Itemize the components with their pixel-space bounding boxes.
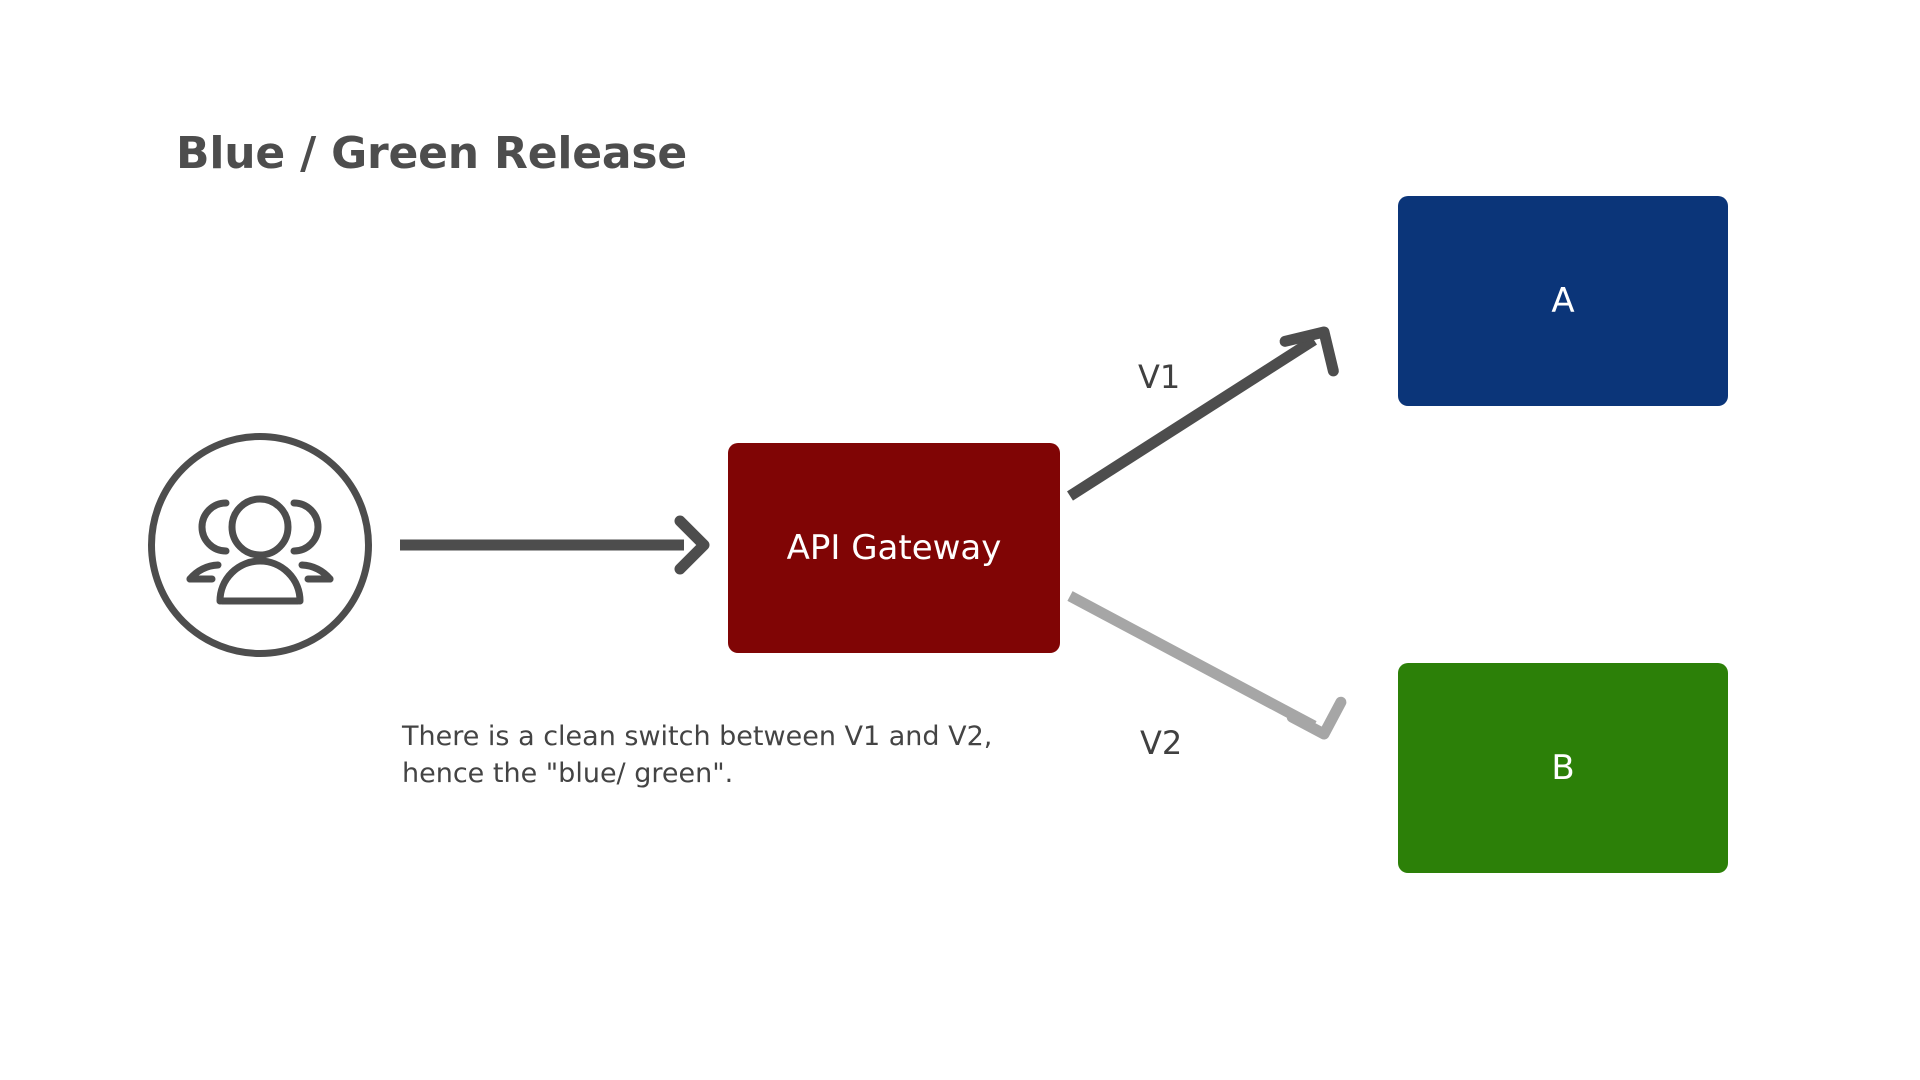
node-api-gateway-label: API Gateway <box>786 528 1002 568</box>
edge-label-v1: V1 <box>1138 358 1181 396</box>
users-icon <box>148 433 372 657</box>
node-api-gateway[interactable]: API Gateway <box>728 443 1060 653</box>
node-service-a-label: A <box>1551 281 1575 321</box>
users-icon-svg <box>148 433 372 657</box>
caption-text: There is a clean switch between V1 and V… <box>402 721 993 790</box>
edge-label-v2: V2 <box>1140 724 1183 762</box>
node-service-b-label: B <box>1551 748 1575 788</box>
edge-gateway-to-service-b <box>1067 591 1347 740</box>
page-title: Blue / Green Release <box>176 128 688 179</box>
node-service-a[interactable]: A <box>1398 196 1728 406</box>
edge-user-to-gateway <box>400 515 710 575</box>
node-service-b[interactable]: B <box>1398 663 1728 873</box>
edge-gateway-to-service-a <box>1067 326 1339 501</box>
